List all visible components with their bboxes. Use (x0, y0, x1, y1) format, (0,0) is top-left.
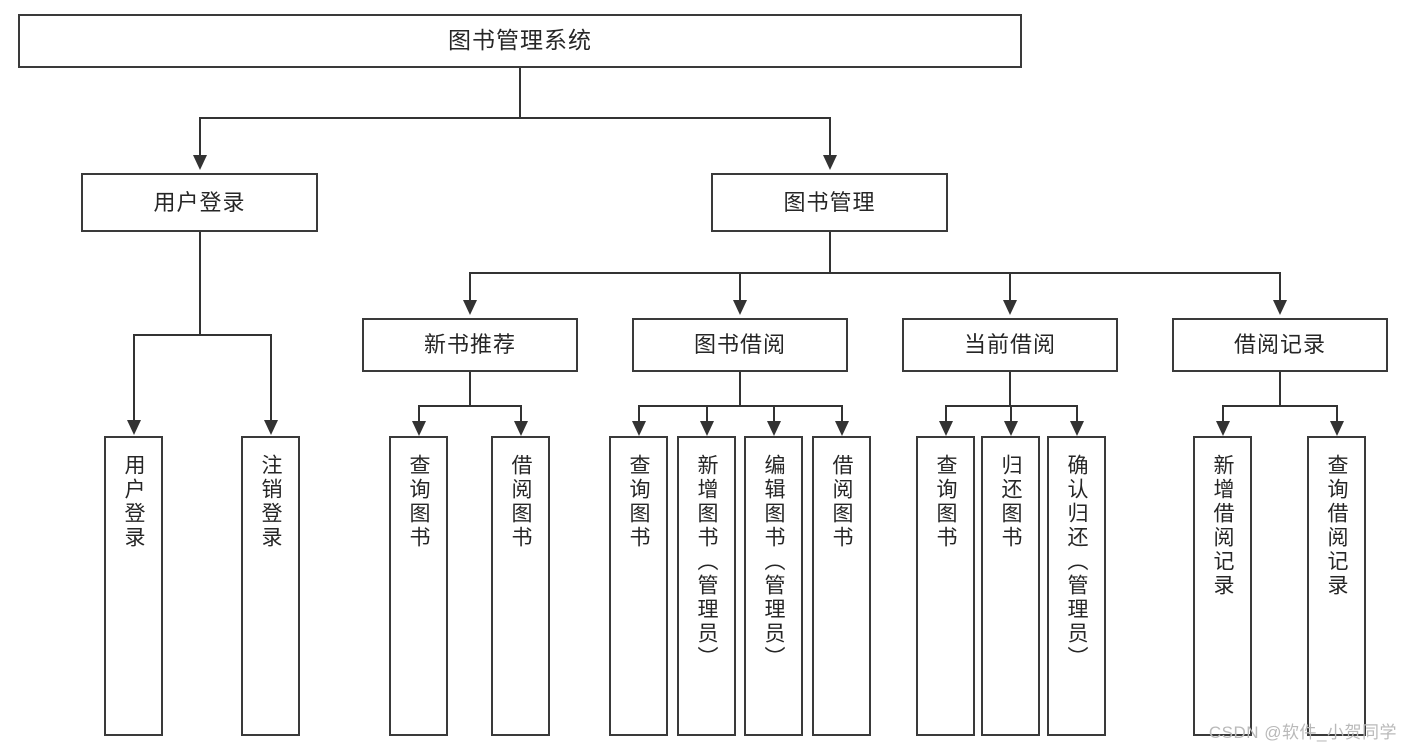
connector-book-borrow-bar (638, 405, 843, 407)
connector-borrow-record-leaf-2 (1336, 405, 1338, 421)
arrow-to-book-borrow (733, 300, 747, 315)
arrow-new-book-leaf-1 (412, 421, 426, 436)
connector-current-borrow-leaf-3 (1076, 405, 1078, 421)
connector-user-login-bar (133, 334, 271, 336)
leaf-label: 用户登录 (122, 454, 145, 550)
connector-book-management-bar (469, 272, 1281, 274)
arrow-to-book-management (823, 155, 837, 170)
connector-root-drop (519, 68, 521, 117)
node-book-management[interactable]: 图书管理 (711, 173, 948, 232)
arrow-current-borrow-leaf-2 (1004, 421, 1018, 436)
arrow-to-user-login (193, 155, 207, 170)
arrow-to-borrow-record (1273, 300, 1287, 315)
node-label: 用户登录 (153, 189, 246, 215)
connector-new-book-leaf-2 (520, 405, 522, 421)
connector-book-borrow-leaf-4 (841, 405, 843, 421)
connector-new-book-drop (469, 372, 471, 405)
connector-book-borrow-leaf-2 (706, 405, 708, 421)
leaf-label: 查询图书 (407, 454, 430, 550)
connector-new-book-bar (418, 405, 522, 407)
connector-bm-to-current-borrow (1009, 272, 1011, 300)
node-label: 借阅记录 (1233, 332, 1326, 358)
node-book-borrow[interactable]: 图书借阅 (632, 318, 848, 372)
arrow-book-borrow-leaf-1 (632, 421, 646, 436)
arrow-to-current-borrow (1003, 300, 1017, 315)
leaf-edit-book-admin[interactable]: 编辑图书（管理员） (744, 436, 803, 736)
leaf-query-book-recommend[interactable]: 查询图书 (389, 436, 448, 736)
arrow-current-borrow-leaf-3 (1070, 421, 1084, 436)
connector-book-borrow-drop (739, 372, 741, 405)
arrow-borrow-record-leaf-2 (1330, 421, 1344, 436)
leaf-borrow-book-recommend[interactable]: 借阅图书 (491, 436, 550, 736)
node-new-book-recommend[interactable]: 新书推荐 (362, 318, 578, 372)
leaf-label: 借阅图书 (830, 454, 853, 550)
node-root-book-management-system[interactable]: 图书管理系统 (18, 14, 1022, 68)
arrow-current-borrow-leaf-1 (939, 421, 953, 436)
arrow-user-login-leaf-1 (127, 420, 141, 435)
node-label: 图书借阅 (693, 332, 786, 358)
node-label: 新书推荐 (423, 332, 516, 358)
leaf-label: 注销登录 (259, 454, 282, 550)
leaf-logout[interactable]: 注销登录 (241, 436, 300, 736)
node-label: 图书管理系统 (448, 27, 592, 54)
connector-user-login-leaf-1 (133, 334, 135, 420)
arrow-book-borrow-leaf-3 (767, 421, 781, 436)
connector-borrow-record-leaf-1 (1222, 405, 1224, 421)
leaf-label: 查询图书 (934, 454, 957, 550)
connector-borrow-record-bar (1222, 405, 1338, 407)
arrow-book-borrow-leaf-2 (700, 421, 714, 436)
leaf-add-book-admin[interactable]: 新增图书（管理员） (677, 436, 736, 736)
leaf-label: 新增图书（管理员） (695, 454, 718, 670)
leaf-label: 编辑图书（管理员） (762, 454, 785, 670)
connector-user-login-leaf-2 (270, 334, 272, 420)
arrow-borrow-record-leaf-1 (1216, 421, 1230, 436)
connector-root-to-user-login (199, 117, 201, 155)
node-borrow-record[interactable]: 借阅记录 (1172, 318, 1388, 372)
arrow-to-new-book-recommend (463, 300, 477, 315)
connector-root-bar (199, 117, 831, 119)
leaf-return-book[interactable]: 归还图书 (981, 436, 1040, 736)
arrow-book-borrow-leaf-4 (835, 421, 849, 436)
node-current-borrow[interactable]: 当前借阅 (902, 318, 1118, 372)
connector-root-to-book-management (829, 117, 831, 155)
connector-book-borrow-leaf-3 (773, 405, 775, 421)
leaf-query-book-current[interactable]: 查询图书 (916, 436, 975, 736)
leaf-query-borrow-record[interactable]: 查询借阅记录 (1307, 436, 1366, 736)
leaf-add-borrow-record[interactable]: 新增借阅记录 (1193, 436, 1252, 736)
node-label: 图书管理 (783, 189, 876, 215)
connector-current-borrow-leaf-1 (945, 405, 947, 421)
leaf-user-login[interactable]: 用户登录 (104, 436, 163, 736)
connector-borrow-record-drop (1279, 372, 1281, 405)
connector-current-borrow-leaf-2 (1010, 405, 1012, 421)
connector-book-management-drop (829, 232, 831, 272)
connector-bm-to-new-book (469, 272, 471, 300)
connector-new-book-leaf-1 (418, 405, 420, 421)
leaf-label: 确认归还（管理员） (1065, 454, 1088, 670)
leaf-label: 新增借阅记录 (1211, 454, 1234, 598)
leaf-label: 归还图书 (999, 454, 1022, 550)
leaf-label: 查询图书 (627, 454, 650, 550)
leaf-label: 借阅图书 (509, 454, 532, 550)
node-label: 当前借阅 (963, 332, 1056, 358)
leaf-query-book-borrow[interactable]: 查询图书 (609, 436, 668, 736)
connector-book-borrow-leaf-1 (638, 405, 640, 421)
leaf-label: 查询借阅记录 (1325, 454, 1348, 598)
arrow-user-login-leaf-2 (264, 420, 278, 435)
connector-user-login-drop (199, 232, 201, 334)
node-user-login[interactable]: 用户登录 (81, 173, 318, 232)
connector-bm-to-borrow-record (1279, 272, 1281, 300)
connector-current-borrow-drop (1009, 372, 1011, 405)
leaf-borrow-book[interactable]: 借阅图书 (812, 436, 871, 736)
leaf-confirm-return-admin[interactable]: 确认归还（管理员） (1047, 436, 1106, 736)
arrow-new-book-leaf-2 (514, 421, 528, 436)
connector-bm-to-book-borrow (739, 272, 741, 300)
